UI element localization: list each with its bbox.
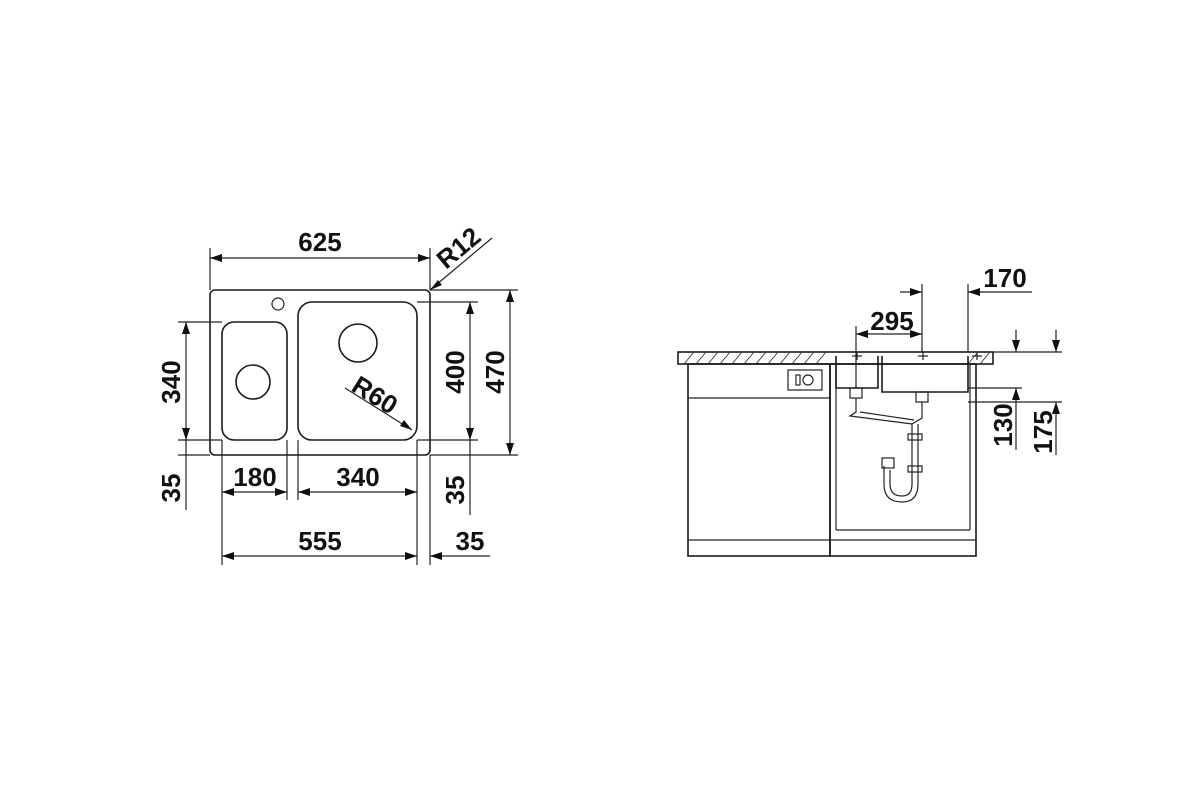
dim-overall-width: 625 [298,227,341,257]
top-view: 625 R12 340 35 400 470 35 [156,221,518,565]
dim-drain-spacing: 295 [870,306,913,336]
sink-outline [209,289,431,456]
dim-corner-radius: R12 [431,221,487,275]
large-bowl [297,301,418,441]
dim-bowl-depth-small: 130 [988,403,1018,446]
sink-cabinet [829,363,977,557]
dim-cutout-width: 555 [298,526,341,556]
dim-bowl-radius: R60 [347,370,403,421]
dim-drain-offset: 170 [983,263,1026,293]
dim-bowl-depth-large: 175 [1028,410,1058,453]
large-bowl-section [881,356,969,393]
dim-small-bowl-width: 180 [233,462,276,492]
dim-large-bowl-width: 340 [336,462,379,492]
dim-large-bowl-height: 400 [440,350,470,393]
large-bowl-drain [338,323,378,363]
small-bowl-drain [235,364,271,400]
dim-bottom-margin-right: 35 [440,476,470,505]
small-bowl-section [835,356,879,389]
dim-small-bowl-height: 340 [156,360,186,403]
dim-bottom-margin-left: 35 [156,474,186,503]
tap-hole [271,297,285,311]
dim-overall-depth: 470 [480,350,510,393]
small-bowl [221,321,288,441]
waste-trap [848,387,929,503]
dishwasher-cabinet [687,363,831,557]
side-view: 170 295 130 175 [677,263,1062,557]
dim-side-margin: 35 [456,526,485,556]
dishwasher-control [787,369,823,391]
